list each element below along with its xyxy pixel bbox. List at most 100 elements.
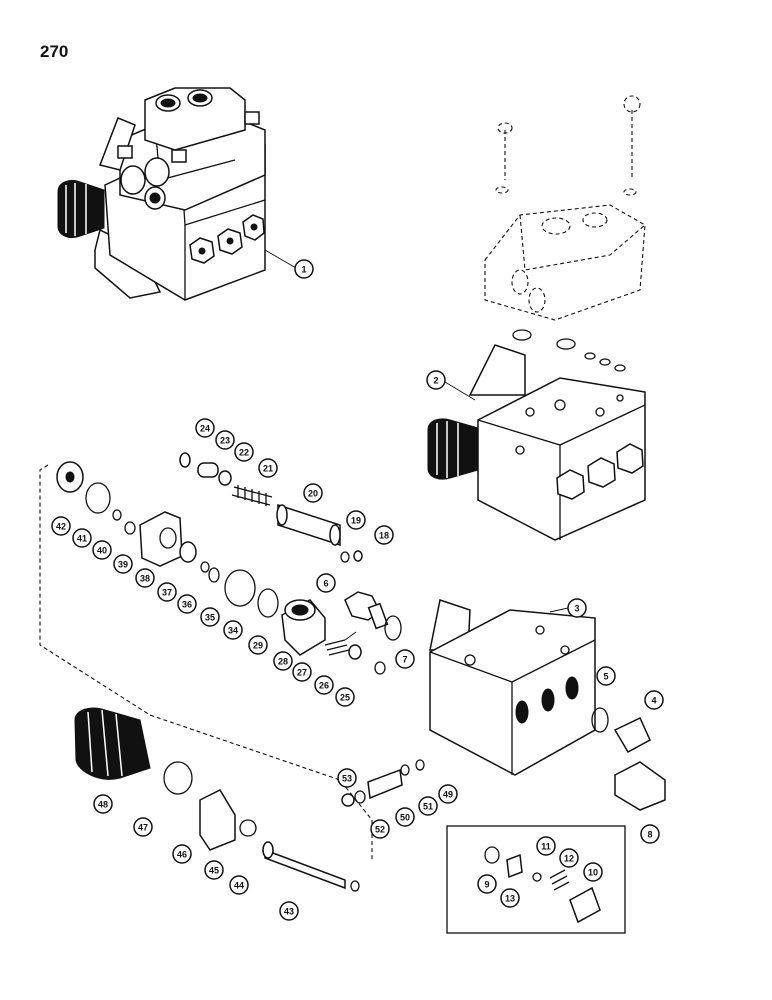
- callout-13: 13: [500, 888, 520, 908]
- callout-7: 7: [395, 649, 415, 669]
- callout-8: 8: [640, 824, 660, 844]
- svg-text:9: 9: [484, 880, 489, 890]
- svg-text:3: 3: [574, 604, 579, 614]
- svg-text:20: 20: [308, 489, 318, 499]
- svg-text:2: 2: [433, 376, 438, 386]
- callout-49: 49: [438, 784, 458, 804]
- callout-25: 25: [335, 687, 355, 707]
- callout-40: 40: [92, 540, 112, 560]
- svg-text:41: 41: [77, 534, 87, 544]
- svg-text:43: 43: [284, 907, 294, 917]
- callout-48: 48: [93, 794, 113, 814]
- svg-text:46: 46: [177, 850, 187, 860]
- callout-3: 3: [567, 598, 587, 618]
- valve-assembly-2-drawing: [427, 344, 646, 541]
- adapter-block-drawing: [484, 95, 646, 372]
- seal-and-piston-parts-drawing: [56, 461, 402, 675]
- callout-5: 5: [596, 666, 616, 686]
- callout-18: 18: [374, 525, 394, 545]
- callout-20: 20: [303, 483, 323, 503]
- svg-text:1: 1: [301, 265, 306, 275]
- svg-text:18: 18: [379, 531, 389, 541]
- callout-9: 9: [477, 874, 497, 894]
- callout-19: 19: [346, 510, 366, 530]
- svg-text:44: 44: [234, 881, 244, 891]
- svg-text:52: 52: [375, 825, 385, 835]
- callout-29: 29: [248, 635, 268, 655]
- svg-text:24: 24: [200, 424, 210, 434]
- callout-42: 42: [51, 516, 71, 536]
- callout-1: 1: [294, 259, 314, 279]
- callout-51: 51: [418, 796, 438, 816]
- callout-50: 50: [395, 807, 415, 827]
- svg-text:5: 5: [603, 672, 608, 682]
- svg-text:7: 7: [402, 655, 407, 665]
- svg-text:36: 36: [182, 600, 192, 610]
- callout-38: 38: [135, 568, 155, 588]
- svg-text:28: 28: [278, 657, 288, 667]
- callout-35: 35: [200, 607, 220, 627]
- callout-36: 36: [177, 594, 197, 614]
- callout-4: 4: [644, 690, 664, 710]
- svg-text:40: 40: [97, 546, 107, 556]
- callout-23: 23: [215, 430, 235, 450]
- svg-text:6: 6: [323, 579, 328, 589]
- callout-52: 52: [370, 819, 390, 839]
- callout-34: 34: [223, 620, 243, 640]
- svg-text:13: 13: [505, 894, 515, 904]
- callout-41: 41: [72, 528, 92, 548]
- callout-46: 46: [172, 844, 192, 864]
- callout-45: 45: [204, 860, 224, 880]
- callout-11: 11: [536, 836, 556, 856]
- svg-text:8: 8: [647, 830, 652, 840]
- svg-text:50: 50: [400, 813, 410, 823]
- svg-text:23: 23: [220, 436, 230, 446]
- svg-text:53: 53: [342, 774, 352, 784]
- plug-and-check-parts-drawing: [341, 707, 666, 811]
- svg-text:38: 38: [140, 574, 150, 584]
- callout-47: 47: [133, 817, 153, 837]
- callout-6: 6: [316, 573, 336, 593]
- svg-text:11: 11: [541, 842, 551, 852]
- boot-and-rod-parts-drawing: [39, 464, 373, 892]
- svg-text:29: 29: [253, 641, 263, 651]
- callout-2: 2: [426, 370, 446, 390]
- svg-text:26: 26: [319, 681, 329, 691]
- callout-10: 10: [583, 862, 603, 882]
- spool-parts-drawing: [179, 452, 363, 563]
- svg-text:25: 25: [340, 693, 350, 703]
- svg-text:4: 4: [651, 696, 656, 706]
- callout-26: 26: [314, 675, 334, 695]
- svg-text:47: 47: [138, 823, 148, 833]
- callout-12: 12: [559, 848, 579, 868]
- svg-text:10: 10: [588, 868, 598, 878]
- svg-text:42: 42: [56, 522, 66, 532]
- svg-text:22: 22: [239, 448, 249, 458]
- svg-text:34: 34: [228, 626, 238, 636]
- callout-39: 39: [113, 554, 133, 574]
- valve-assembly-3-drawing: [429, 599, 596, 776]
- callout-53: 53: [337, 768, 357, 788]
- callout-21: 21: [258, 458, 278, 478]
- callout-43: 43: [279, 901, 299, 921]
- valve-assembly-1-drawing: [57, 87, 297, 301]
- inset-box-drawing: [446, 825, 626, 934]
- callout-27: 27: [292, 662, 312, 682]
- svg-text:49: 49: [443, 790, 453, 800]
- svg-text:12: 12: [564, 854, 574, 864]
- callout-28: 28: [273, 651, 293, 671]
- callout-24: 24: [195, 418, 215, 438]
- callout-44: 44: [229, 875, 249, 895]
- svg-text:48: 48: [98, 800, 108, 810]
- svg-text:35: 35: [205, 613, 215, 623]
- svg-text:45: 45: [209, 866, 219, 876]
- svg-text:27: 27: [297, 668, 307, 678]
- svg-text:19: 19: [351, 516, 361, 526]
- svg-text:21: 21: [263, 464, 273, 474]
- callout-22: 22: [234, 442, 254, 462]
- svg-text:39: 39: [118, 560, 128, 570]
- callout-37: 37: [157, 582, 177, 602]
- svg-text:51: 51: [423, 802, 433, 812]
- svg-text:37: 37: [162, 588, 172, 598]
